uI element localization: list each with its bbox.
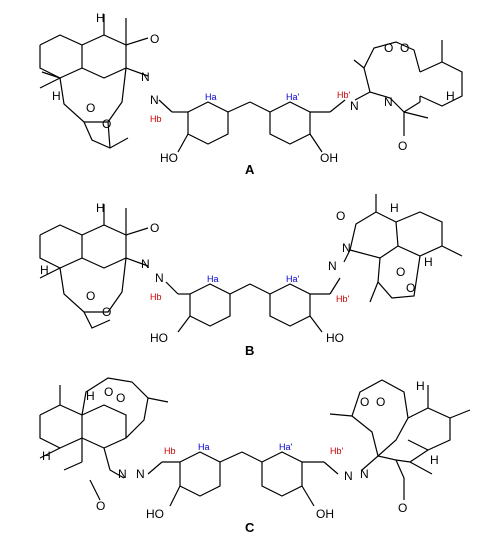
panel-c-label: C [245, 520, 255, 535]
panel-c-right-carbonyl-o: O [398, 501, 407, 515]
panel-b-ha-prime: Ha' [286, 274, 300, 284]
panel-b-label: B [245, 343, 254, 358]
panel-b-left-o2: O [102, 305, 111, 319]
panel-b-right-n2: N [328, 259, 337, 273]
panel-b: H O N N H O O Hb Ha Ha' Hb' HO HO [39, 194, 463, 358]
panel-a-left-o1: O [86, 101, 95, 115]
panel-a-ha: Ha [205, 92, 217, 102]
panel-a-phenol-right: OH [320, 151, 338, 165]
panel-b-left-o1: O [86, 289, 95, 303]
panel-b-left-h2: H [40, 263, 49, 277]
panel-c-left-h: H [86, 389, 95, 403]
panel-c-phenol-right: OH [316, 507, 334, 521]
panel-c-left-o2: O [116, 391, 125, 405]
panel-b-right-unit [343, 194, 463, 303]
panel-a-left-n1: N [141, 70, 150, 84]
panel-a-right-carbonyl-o: O [398, 139, 407, 153]
panel-c-hb-prime: Hb' [330, 446, 344, 456]
panel-b-left-h: H [96, 201, 105, 215]
panel-a-right-o2: O [400, 41, 409, 55]
panel-b-right-o2: O [406, 281, 415, 295]
panel-b-left-carbonyl-o: O [150, 221, 159, 235]
panel-c-left-carbonyl-o: O [96, 499, 105, 513]
panel-a-left-carbonyl-o: O [150, 32, 159, 46]
panel-b-left-n2: N [155, 271, 164, 285]
panel-a-ha-prime: Ha' [286, 92, 300, 102]
panel-b-hb-prime: Hb' [336, 294, 350, 304]
panel-c-left-unit [39, 377, 169, 501]
panel-a-hb: Hb [150, 114, 162, 124]
panel-c-right-h2: H [430, 453, 439, 467]
panel-b-linker [165, 277, 341, 333]
panel-a-right-o1: O [384, 41, 393, 55]
panel-a-right-n1: N [384, 95, 393, 109]
panel-c-right-o1: O [360, 395, 369, 409]
panel-b-ha: Ha [207, 274, 219, 284]
panel-c-right-n1: N [360, 467, 369, 481]
panel-b-right-h2: H [424, 255, 433, 269]
panel-b-hb: Hb [150, 292, 162, 302]
panel-c-right-n2: N [344, 469, 353, 483]
panel-c-right-h: H [416, 379, 425, 393]
panel-b-right-carbonyl-o: O [336, 209, 345, 223]
panel-c-ha: Ha [198, 442, 210, 452]
panel-a-phenol-left: HO [160, 151, 178, 165]
panel-a-left-unit [39, 14, 149, 149]
panel-c-left-o1: O [104, 385, 113, 399]
panel-b-left-n1: N [141, 257, 150, 271]
panel-b-left-unit [39, 204, 149, 329]
panel-c-right-unit [329, 379, 471, 500]
panel-b-right-h: H [390, 201, 399, 215]
panel-c-hb: Hb [164, 446, 176, 456]
panel-a-linker [158, 99, 346, 153]
panel-a: H O N N H O O Hb Ha Ha' Hb' HO OH [39, 11, 463, 177]
panel-b-phenol-left: HO [150, 331, 168, 345]
panel-b-right-o1: O [396, 265, 405, 279]
panel-a-left-h: H [96, 11, 105, 25]
panel-a-right-h: H [446, 89, 455, 103]
panel-c-left-h2: H [42, 449, 51, 463]
panel-c-phenol-left: HO [146, 507, 164, 521]
panel-c-ha-prime: Ha' [279, 442, 293, 452]
panel-a-left-o2: O [102, 117, 111, 131]
panel-b-right-n1: N [342, 241, 351, 255]
panel-a-left-h2: H [52, 89, 61, 103]
panel-a-right-unit [353, 40, 463, 136]
panel-a-label: A [245, 162, 255, 177]
panel-b-phenol-right: HO [326, 331, 344, 345]
panel-c-left-n1: N [118, 467, 127, 481]
panel-c-left-n2: N [136, 467, 145, 481]
panel-a-right-n2: N [350, 99, 359, 113]
panel-c-right-o2: O [376, 395, 385, 409]
panel-c: H H O O N N O Hb Ha Ha' Hb' HO OH [39, 377, 471, 535]
panel-a-hb-prime: Hb' [337, 90, 351, 100]
panel-a-left-n2: N [150, 93, 159, 107]
panel-c-linker [147, 451, 339, 507]
